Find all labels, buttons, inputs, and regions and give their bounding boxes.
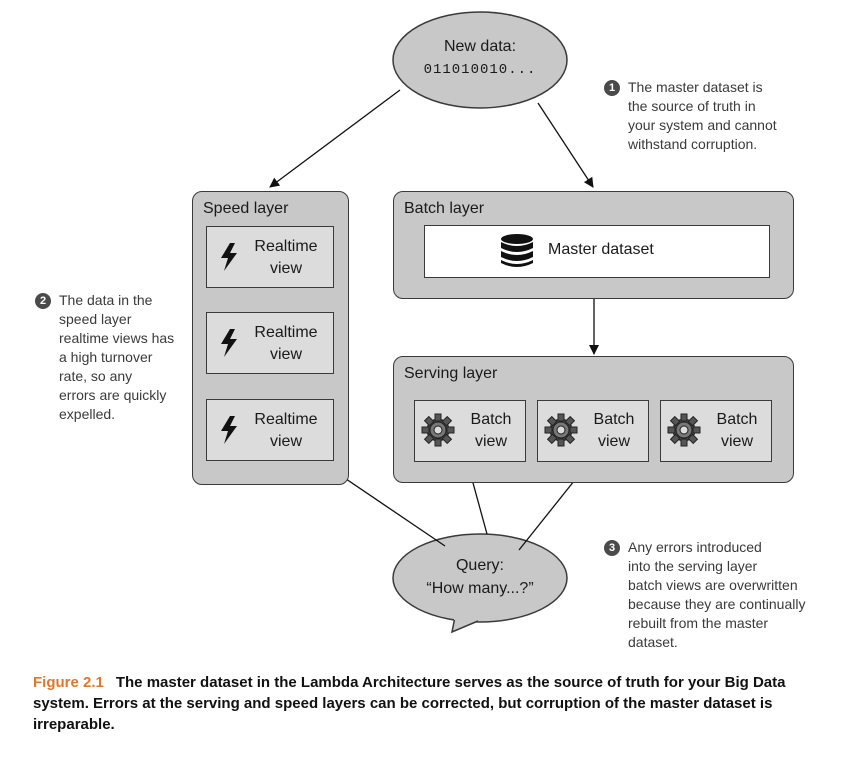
note-2-line: The data in the [59,292,153,308]
note-1-line: your system and cannot [628,117,777,133]
view-label-line: view [474,433,507,450]
figure-caption-text: The master dataset in the Lambda Archite… [33,674,786,733]
new-data-value: 011010010... [423,62,537,78]
master-dataset-box [424,225,770,278]
lightning-bolt-icon [221,329,237,357]
query-text: “How many...?” [426,580,534,597]
note-1-line: The master dataset is [628,79,763,95]
lightning-bolt-icon [221,243,237,271]
batch-view-label: Batch view [583,409,645,453]
serving-layer-title: Serving layer [404,365,498,382]
view-label-line: view [269,433,302,450]
view-label-line: Batch [593,411,635,428]
realtime-view-label: Realtime view [244,236,328,280]
view-label-line: view [269,346,302,363]
note-1-line: withstand corruption. [628,136,758,152]
note-3-number: 3 [604,540,620,556]
note-2-line: errors are quickly [59,387,167,403]
database-icon [501,234,533,267]
batch-view-label: Batch view [706,409,768,453]
note-3-line: dataset. [628,634,678,650]
gear-icon [421,413,455,447]
view-label-line: Realtime [254,411,318,428]
gear-icon [667,413,701,447]
arrow-newdata-to-speed [269,89,401,188]
note-3-line: rebuilt from the master [628,615,769,631]
note-3-line: Any errors introduced [628,539,762,555]
note-1-number: 1 [604,80,620,96]
figure-number: Figure 2.1 [33,674,104,691]
view-label-line: Batch [716,411,758,428]
view-label-line: view [269,260,302,277]
note-3-line: into the serving layer [628,558,758,574]
realtime-view [206,312,334,374]
master-dataset-label: Master dataset [548,241,654,258]
note-3-line: batch views are overwritten [628,577,798,593]
note-2-line: speed layer [59,311,132,327]
note-2-line: rate, so any [59,368,133,384]
view-label-line: Batch [470,411,512,428]
note-2-number: 2 [35,293,51,309]
new-data-node [392,11,568,109]
query-node [392,533,568,634]
view-label-line: Realtime [254,238,318,255]
realtime-view-label: Realtime view [244,409,328,453]
realtime-view-label: Realtime view [244,322,328,366]
note-1-line: the source of truth in [628,98,756,114]
view-label-line: Realtime [254,324,318,341]
note-2-line: a high turnover [59,349,153,365]
lightning-bolt-icon [221,416,237,444]
new-data-title: New data: [443,38,517,55]
note-2-line: expelled. [59,406,116,422]
note-3-line: because they are continually [628,596,806,612]
batch-view-label: Batch view [460,409,522,453]
note-2-line: realtime views has [59,330,175,346]
speed-layer-title: Speed layer [203,200,289,217]
view-label-line: view [597,433,630,450]
view-label-line: view [720,433,753,450]
batch-layer-title: Batch layer [404,200,485,217]
query-title: Query: [455,557,504,574]
gear-icon [544,413,578,447]
arrow-newdata-to-batch [537,102,594,188]
